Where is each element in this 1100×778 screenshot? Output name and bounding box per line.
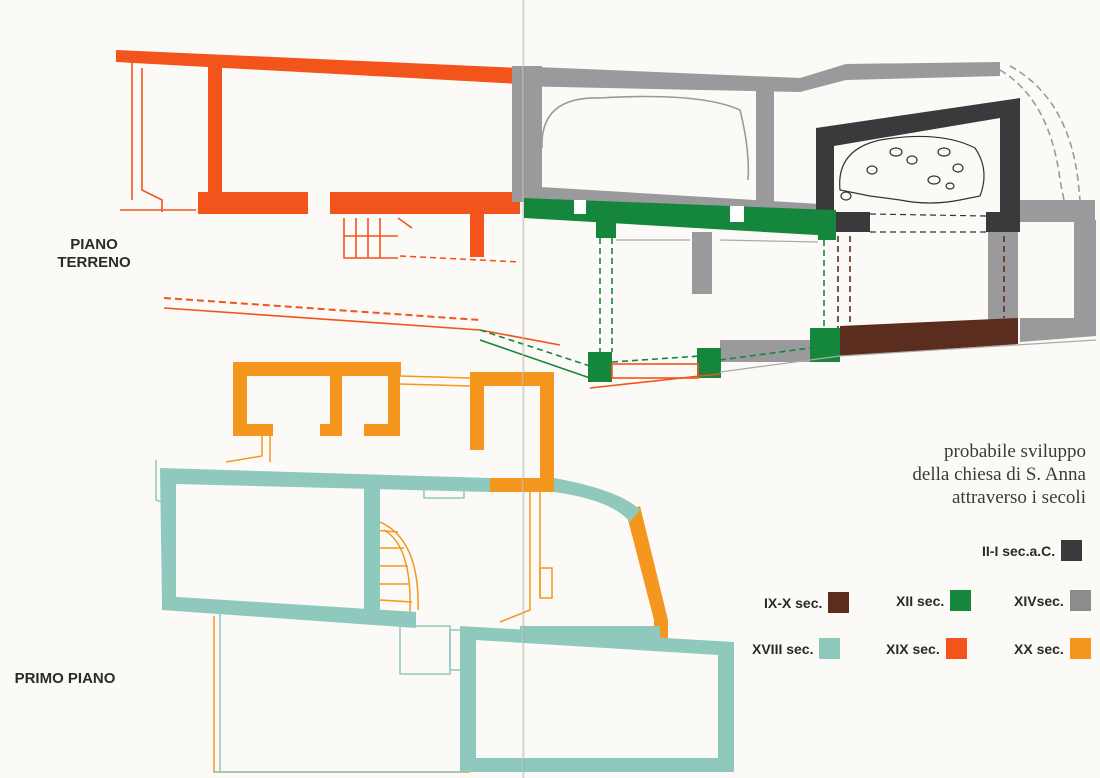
legend-swatch (1061, 540, 1083, 561)
page-fold (522, 0, 525, 778)
first-floor-xviii-lines (155, 460, 465, 773)
ground-floor-roman-rubble (839, 135, 987, 233)
legend-label: XII sec. (896, 592, 945, 609)
legend-swatch (1069, 590, 1091, 611)
caption-line-3: attraverso i secoli (951, 487, 1086, 508)
caption: probabile sviluppo della chiesa di S. An… (846, 440, 1086, 509)
legend-swatch (819, 638, 841, 659)
first-floor-xx-walls (233, 362, 668, 640)
legend-label: XIVsec. (1014, 592, 1064, 609)
label-primo-piano: PRIMO PIANO (14, 670, 116, 687)
legend-swatch (828, 592, 850, 613)
legend-ii-i-sec-ac: II-I sec.a.C. (982, 540, 1083, 561)
legend-ix-x-sec: IX-X sec. (764, 592, 850, 613)
ground-floor-xii-walls (524, 198, 840, 382)
ground-floor-roman-walls (816, 98, 1020, 232)
legend-label: IX-X sec. (764, 594, 823, 611)
ground-floor-hatches (574, 200, 744, 222)
label-piano-terreno: PIANO TERRENO (57, 236, 131, 271)
ground-floor-xix-south (589, 363, 721, 389)
legend-label: XVIII sec. (752, 640, 814, 657)
legend-swatch (950, 590, 972, 611)
ground-floor-xii-lines (479, 238, 825, 379)
ground-floor-xiv-walls (512, 62, 1096, 362)
ground-floor-ix-x-walls (840, 318, 1018, 356)
legend-label: XX sec. (1014, 640, 1064, 657)
legend-swatch (1069, 638, 1091, 659)
legend-xiv-sec: XIVsec. (1014, 590, 1091, 611)
ground-floor-outline (616, 239, 1097, 373)
first-floor-xviii-walls (160, 468, 734, 772)
legend-xii-sec: XII sec. (896, 590, 972, 611)
legend-label: II-I sec.a.C. (982, 542, 1056, 559)
legend-swatch (945, 638, 967, 659)
caption-line-1: probabile sviluppo (944, 441, 1086, 462)
legend-xviii-sec: XVIII sec. (752, 638, 841, 659)
legend-label: XIX sec. (886, 640, 940, 657)
caption-line-2: della chiesa di S. Anna (912, 464, 1086, 485)
ground-floor-ix-x-lines (837, 236, 1005, 328)
legend-xix-sec: XIX sec. (886, 638, 967, 659)
ground-floor-xiv-lines (541, 63, 1081, 201)
legend-xx-sec: XX sec. (1014, 638, 1091, 659)
ground-floor-xix-walls (116, 50, 520, 257)
